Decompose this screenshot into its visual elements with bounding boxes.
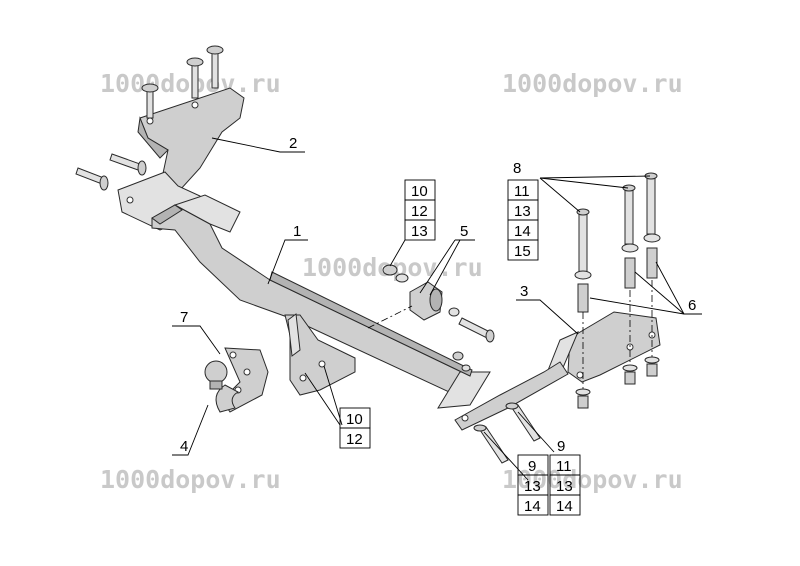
callout-7: 7 [180, 309, 188, 326]
table-center-row-1: 10 [411, 183, 428, 200]
nuts-bracket-3 [575, 356, 660, 409]
tow-ball [204, 360, 228, 384]
parts-table-right-top: 11 13 14 15 [507, 179, 539, 261]
callout-4: 4 [180, 438, 188, 455]
callout-1: 1 [293, 223, 301, 240]
watermark-bottom-right: 1000dopov.ru [502, 465, 683, 494]
bushing-5-assembly [367, 264, 495, 343]
callout-3: 3 [520, 283, 528, 300]
callout-8: 8 [513, 160, 521, 177]
callout-6: 6 [688, 297, 696, 314]
table-lower-left-row-1: 9 [528, 458, 536, 475]
parts-table-bracket: 10 12 [339, 407, 371, 449]
table-right-top-row-2: 13 [514, 203, 531, 220]
table-lower-right-row-3: 13 [556, 478, 573, 495]
table-lower-right-row-2: 11 [556, 458, 572, 475]
watermark-bottom-left: 1000dopov.ru [100, 465, 281, 494]
table-right-top-row-4: 15 [514, 243, 531, 260]
parts-table-lower-left: 9 13 14 [517, 454, 549, 516]
bolts-8-spacers-6 [574, 172, 661, 400]
tow-ball-assembly [204, 347, 269, 413]
table-right-top-row-1: 11 [514, 183, 530, 200]
hitch-mount-plate [284, 313, 356, 396]
watermark-top-left: 1000dopov.ru [100, 69, 281, 98]
leader-lines [172, 137, 702, 481]
table-bracket-row-2: 12 [346, 431, 363, 448]
table-right-top-row-3: 14 [514, 223, 531, 240]
table-lower-left-row-2: 13 [524, 478, 541, 495]
bolts-bracket-3-lower [452, 351, 541, 464]
table-bracket-row-1: 10 [346, 411, 363, 428]
bolts-bracket-2-vertical [141, 45, 224, 119]
table-center-row-2: 12 [411, 203, 428, 220]
table-lower-left-row-3: 14 [524, 498, 541, 515]
table-lower-right-row-4: 14 [556, 498, 573, 515]
main-beam-1 [151, 194, 491, 409]
table-center-row-3: 13 [411, 223, 428, 240]
parts-table-lower-right: 9 11 13 14 [549, 438, 581, 516]
bracket-3 [454, 311, 661, 431]
callout-5: 5 [460, 223, 468, 240]
watermark-top-right: 1000dopov.ru [502, 69, 683, 98]
callout-2: 2 [289, 135, 297, 152]
table-lower-right-row-1: 9 [557, 438, 565, 455]
parts-table-center: 10 12 13 [404, 179, 436, 241]
